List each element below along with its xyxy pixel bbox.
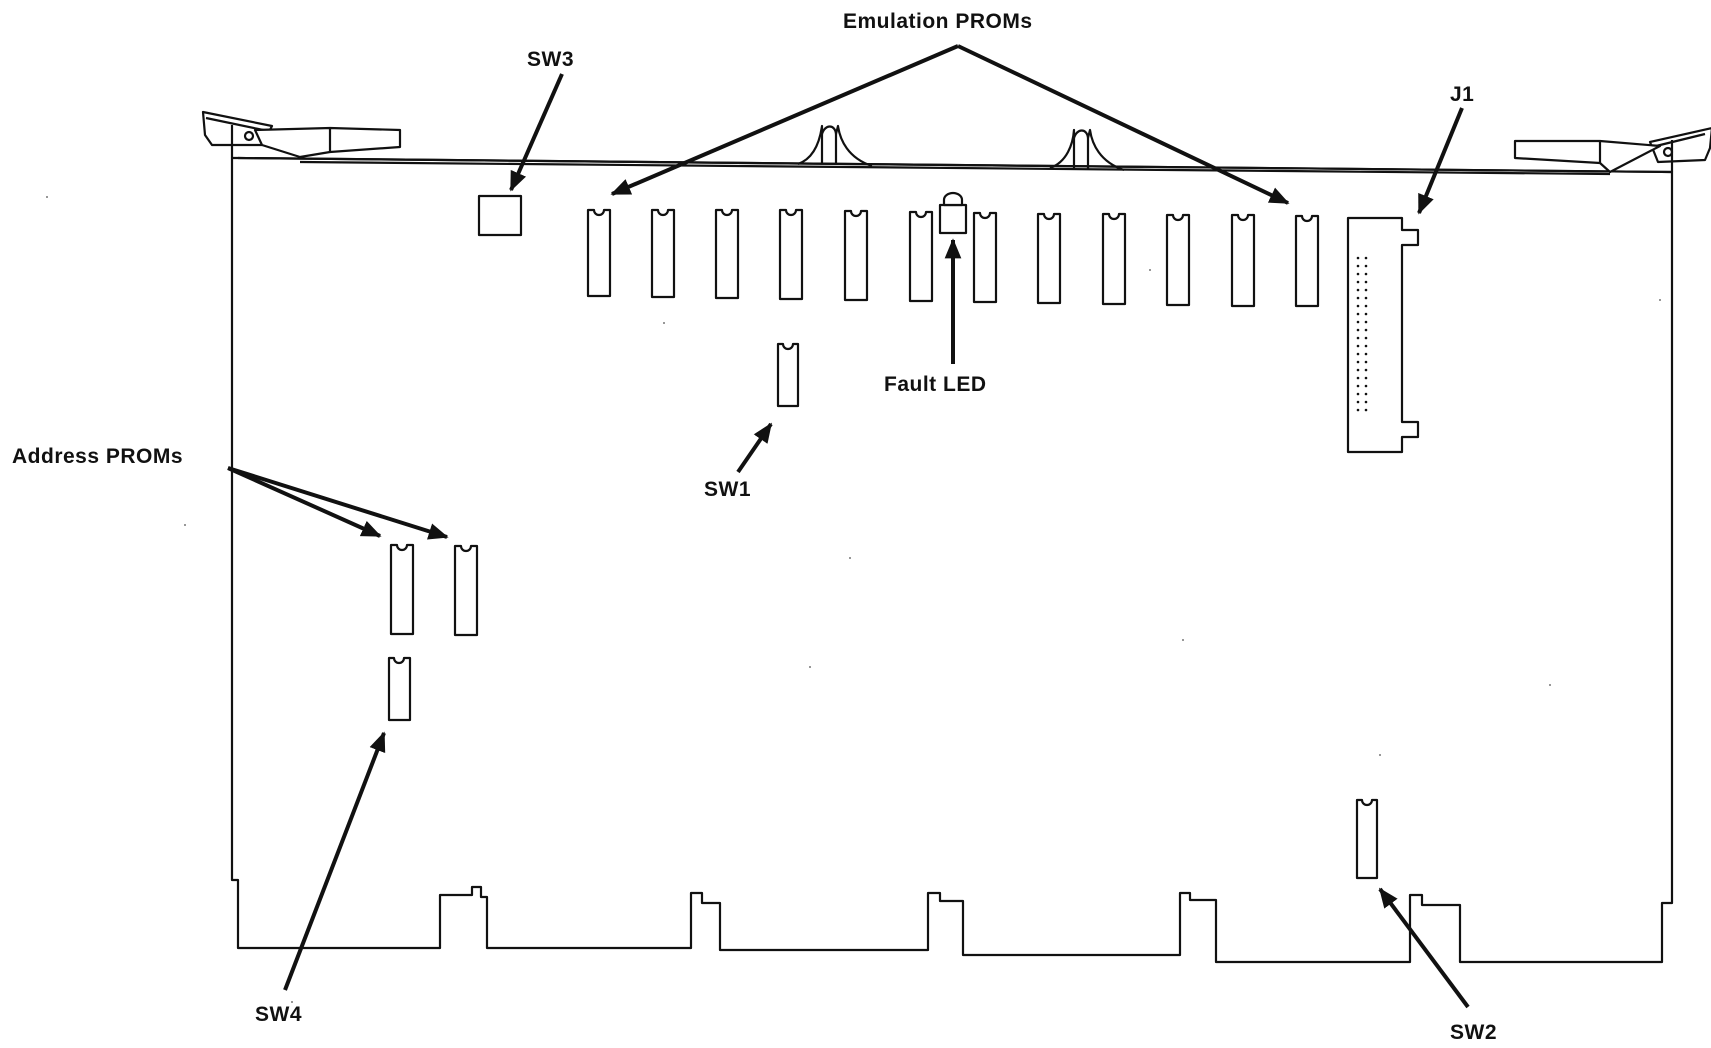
arrow-sw2 bbox=[1378, 887, 1470, 1009]
board-top-inner-edge bbox=[299, 160, 1611, 176]
leader-arrows bbox=[227, 44, 1470, 1009]
arrow-address-prom-right bbox=[227, 466, 449, 540]
arrow-j1 bbox=[1417, 107, 1464, 215]
arrow-address-prom-left bbox=[227, 466, 382, 538]
label-j1: J1 bbox=[1450, 83, 1474, 106]
label-fault-led: Fault LED bbox=[884, 373, 987, 396]
top-bracket-right bbox=[1049, 128, 1125, 172]
arrow-emulation-left bbox=[610, 44, 959, 196]
label-sw3: SW3 bbox=[527, 48, 574, 71]
emulation-prom-chip bbox=[843, 209, 869, 302]
emulation-prom-chip bbox=[778, 208, 804, 301]
emulation-prom-chip bbox=[972, 211, 998, 304]
arrow-emulation-right bbox=[957, 44, 1290, 205]
emulation-prom-chip bbox=[1294, 214, 1320, 308]
emulation-prom-chip bbox=[1101, 212, 1127, 306]
emulation-prom-chip bbox=[1165, 213, 1191, 307]
emulation-prom-chip bbox=[908, 210, 934, 303]
left-ejector-handle bbox=[201, 110, 402, 159]
label-sw1: SW1 bbox=[704, 478, 751, 501]
j1-connector bbox=[1346, 216, 1420, 454]
label-address-proms: Address PROMs bbox=[12, 445, 183, 468]
board-top-edge bbox=[237, 156, 1673, 174]
arrow-sw3 bbox=[509, 73, 564, 192]
emulation-prom-row bbox=[586, 208, 1320, 308]
label-emulation-proms: Emulation PROMs bbox=[843, 10, 1033, 33]
label-sw2: SW2 bbox=[1450, 1021, 1497, 1044]
emulation-prom-chip bbox=[1036, 212, 1062, 305]
label-sw4: SW4 bbox=[255, 1003, 302, 1026]
arrow-sw4 bbox=[283, 731, 386, 991]
top-bracket-left bbox=[797, 124, 873, 168]
sw2-switch bbox=[1355, 798, 1379, 880]
emulation-prom-chip bbox=[714, 208, 740, 300]
address-prom-chip bbox=[453, 544, 479, 637]
sw3-switch bbox=[477, 194, 523, 237]
emulation-prom-chip bbox=[1230, 213, 1256, 308]
sw1-switch bbox=[776, 342, 800, 408]
sw4-switch bbox=[387, 656, 412, 722]
emulation-prom-chip bbox=[586, 208, 612, 298]
j1-pin-dots bbox=[1356, 256, 1368, 412]
arrow-sw1 bbox=[736, 422, 773, 474]
fault-led bbox=[938, 191, 968, 235]
board-outline bbox=[230, 156, 1674, 964]
right-ejector-handle bbox=[1513, 127, 1711, 174]
scan-specks bbox=[46, 196, 1661, 1003]
address-prom-chip bbox=[389, 543, 415, 636]
emulation-prom-chip bbox=[650, 208, 676, 299]
